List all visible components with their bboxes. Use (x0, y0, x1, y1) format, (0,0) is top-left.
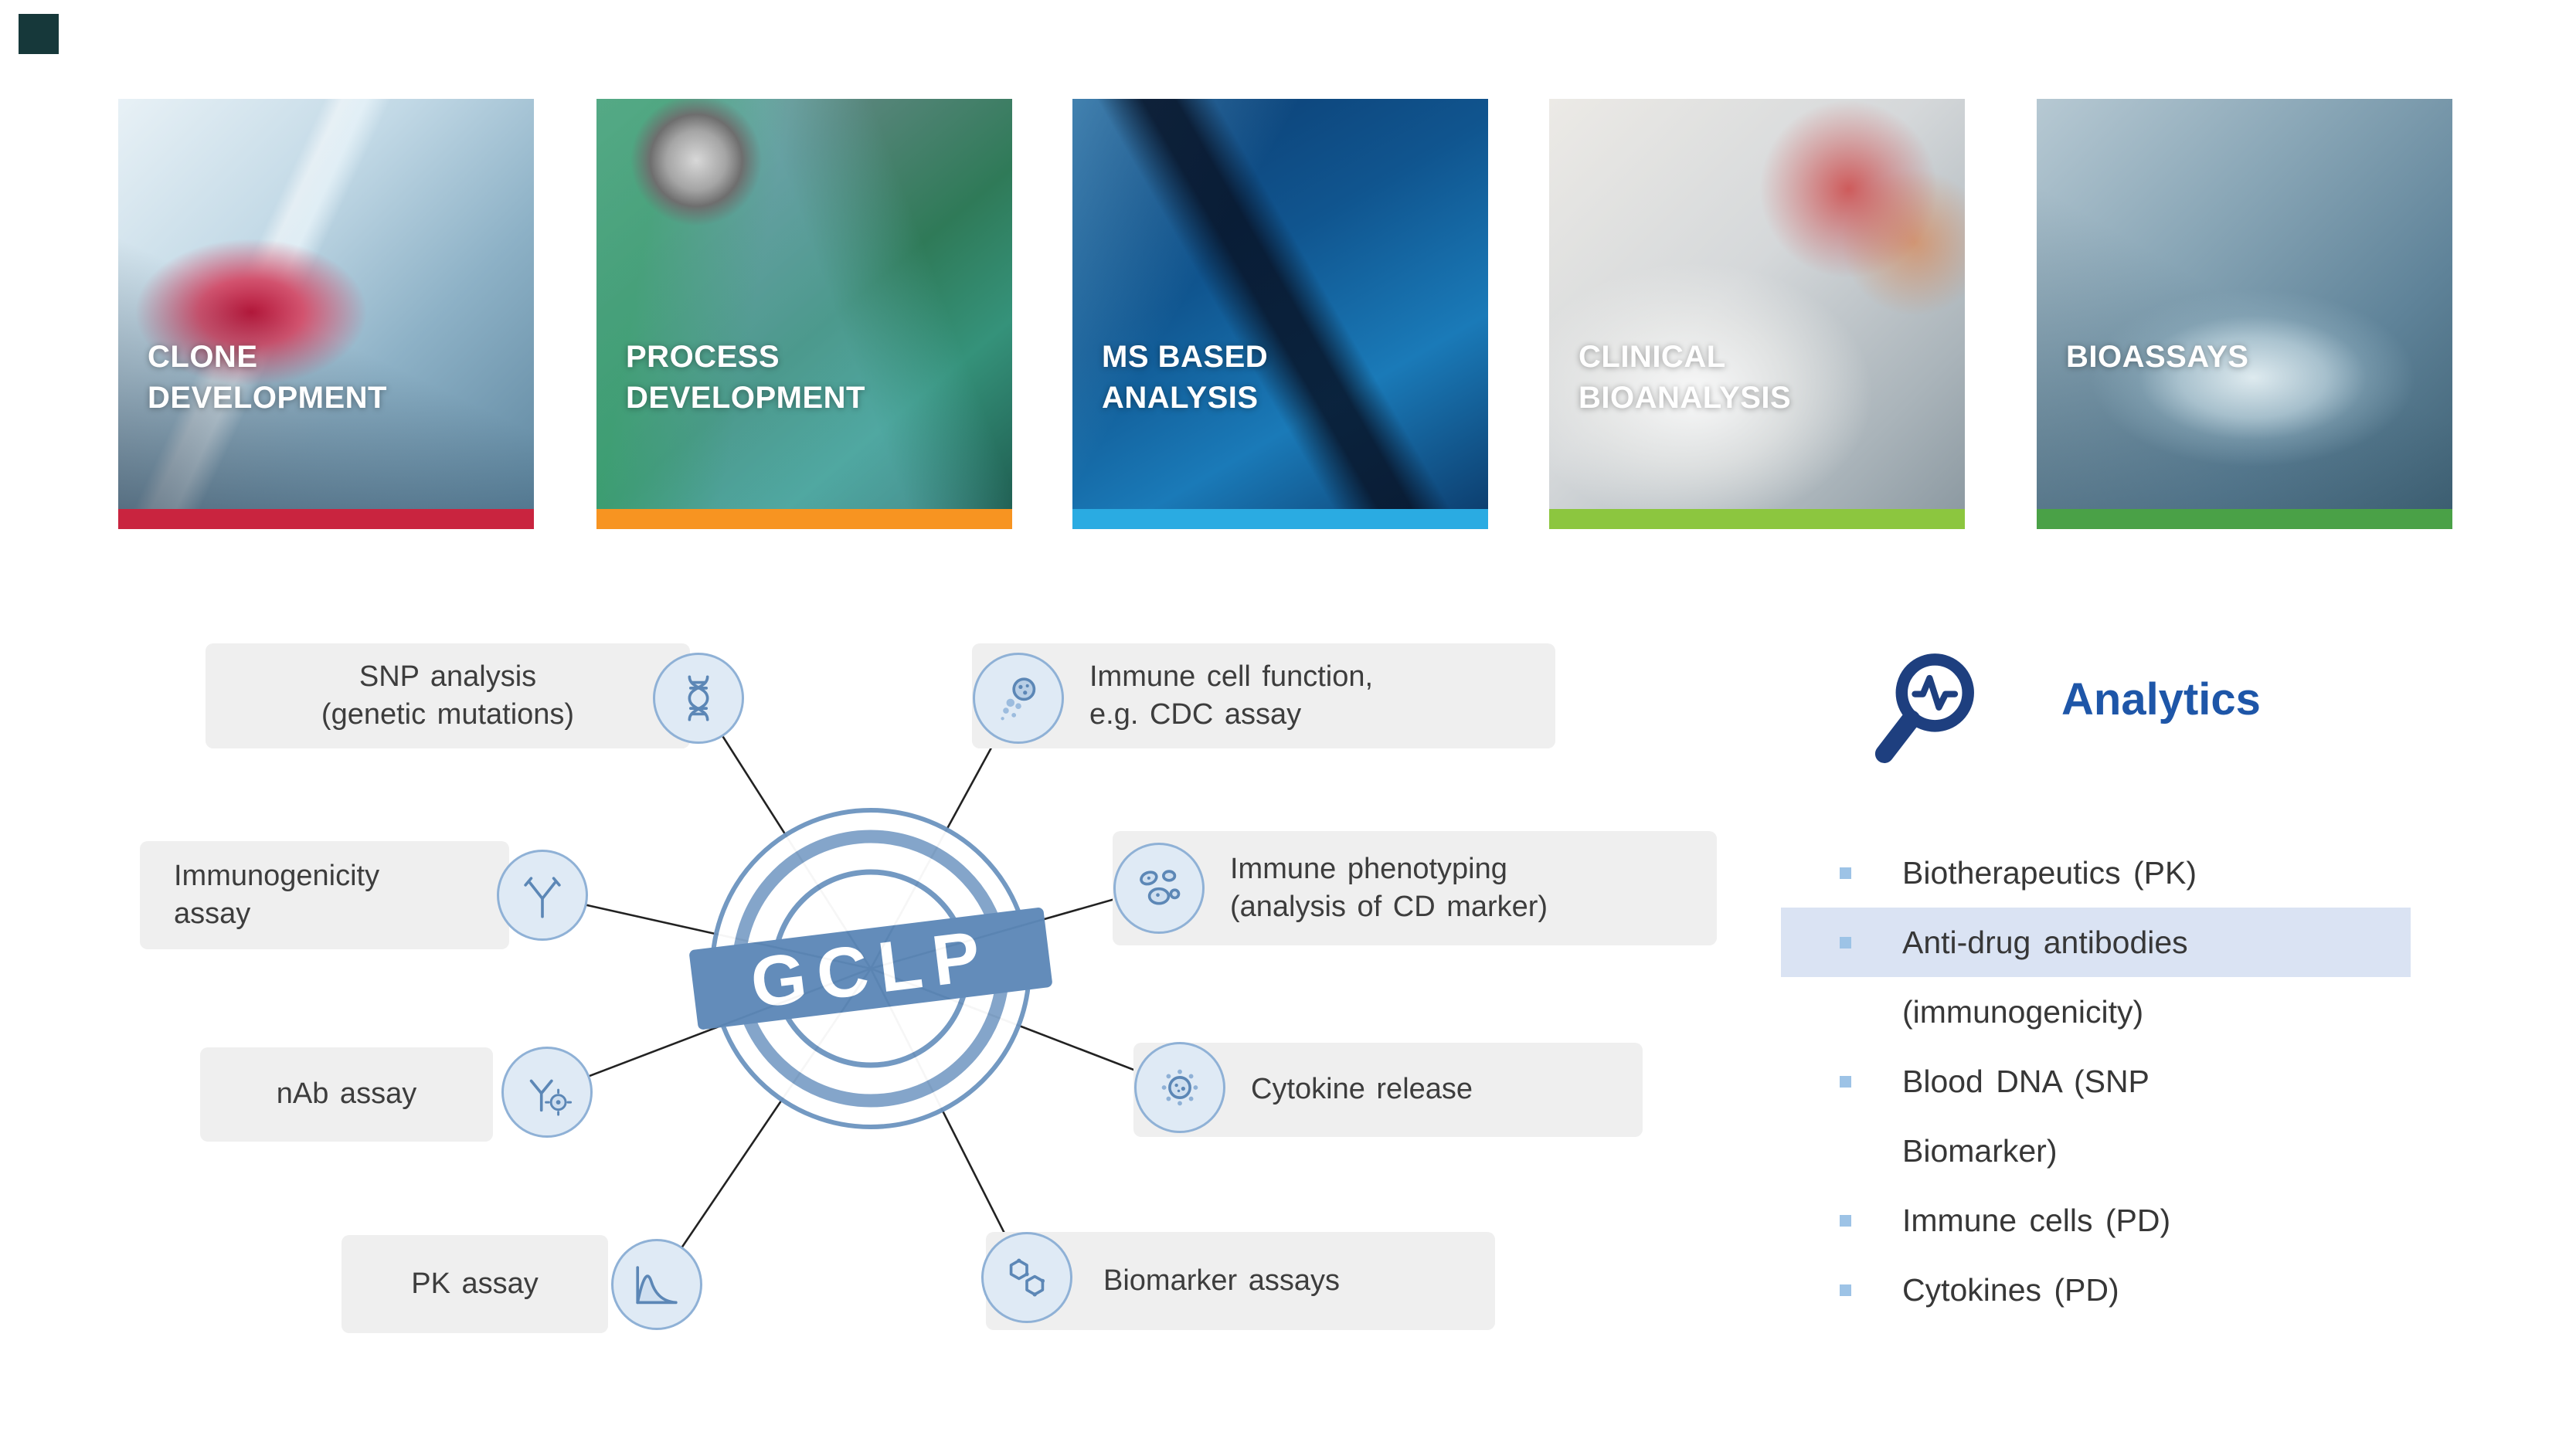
dna-icon (653, 653, 744, 744)
card-title: PROCESS DEVELOPMENT (626, 340, 865, 415)
card-title: BIOASSAYS (2066, 340, 2249, 374)
magnifier-pulse-icon (1861, 645, 1988, 772)
cells-icon (1113, 843, 1205, 934)
node-label: SNP analysis (genetic mutations) (321, 660, 575, 731)
node-label: Immune cell function, e.g. CDC assay (1089, 660, 1374, 731)
ms-based-analysis-photo (1072, 99, 1488, 509)
bioassays-photo (2037, 99, 2452, 509)
analytics-item-text: Immune cells (PD) (1902, 1202, 2171, 1238)
analytics-item-text: Biotherapeutics (PK) (1902, 854, 2197, 891)
analytics-item-biotherapeutics[interactable]: Biotherapeutics (PK) (1781, 838, 2411, 908)
card-clinical-bioanalysis[interactable]: CLINICAL BIOANALYSIS (1549, 99, 1965, 529)
analytics-item-blood-dna[interactable]: Blood DNA (SNP (1781, 1047, 2411, 1116)
node-label: PK assay (411, 1267, 539, 1300)
diagram-node-nab-assay: nAb assay (200, 1047, 493, 1142)
node-label: nAb assay (276, 1077, 417, 1111)
analytics-panel: Analytics Biotherapeutics (PK) Anti-drug… (1769, 641, 2449, 1383)
card-bioassays[interactable]: BIOASSAYS (2037, 99, 2452, 529)
analytics-item-text: Blood DNA (SNP (1902, 1063, 2149, 1099)
analytics-item-immunogenicity-continuation: (immunogenicity) (1781, 977, 2411, 1047)
card-title: MS BASED ANALYSIS (1102, 340, 1269, 415)
card-clone-development[interactable]: CLONE DEVELOPMENT (118, 99, 534, 529)
corner-mark (19, 14, 59, 54)
diagram-node-pk-assay: PK assay (342, 1235, 608, 1333)
analytics-title: Analytics (2061, 674, 2261, 724)
antibody-cell-icon (501, 1047, 593, 1138)
analytics-item-immune-cells[interactable]: Immune cells (PD) (1781, 1186, 2411, 1255)
card-accent-bar (2037, 509, 2452, 529)
node-label: Immunogenicity assay (174, 859, 380, 930)
molecule-icon (981, 1232, 1072, 1323)
antibody-icon (497, 850, 588, 941)
analytics-item-cytokines[interactable]: Cytokines (PD) (1781, 1255, 2411, 1325)
cell-comet-icon (973, 653, 1064, 744)
node-label: Immune phenotyping (analysis of CD marke… (1230, 852, 1548, 923)
analytics-item-text: Biomarker) (1902, 1132, 2058, 1169)
card-process-development[interactable]: PROCESS DEVELOPMENT (596, 99, 1012, 529)
card-title: CLONE DEVELOPMENT (148, 340, 387, 415)
node-label: Biomarker assays (1103, 1264, 1340, 1297)
card-accent-bar (1072, 509, 1488, 529)
card-accent-bar (1549, 509, 1965, 529)
analytics-item-biomarker-continuation: Biomarker) (1781, 1116, 2411, 1186)
gclp-stamp: GCLP (689, 787, 1052, 1150)
process-development-photo (596, 99, 1012, 509)
analytics-list: Biotherapeutics (PK) Anti-drug antibodie… (1769, 838, 2418, 1325)
bullet-square-icon (1840, 1284, 1851, 1296)
bullet-square-icon (1840, 1215, 1851, 1227)
clinical-bioanalysis-photo (1549, 99, 1965, 509)
pk-curve-icon (611, 1239, 702, 1330)
analytics-item-text: (immunogenicity) (1902, 993, 2144, 1030)
bullet-square-icon (1840, 1076, 1851, 1088)
card-accent-bar (596, 509, 1012, 529)
diagram-node-immune-cell-function: Immune cell function, e.g. CDC assay (972, 643, 1555, 748)
gclp-diagram: SNP analysis (genetic mutations) Immune … (0, 587, 1808, 1421)
analytics-item-text: Cytokines (PD) (1902, 1271, 2119, 1308)
card-title: CLINICAL BIOANALYSIS (1579, 340, 1792, 415)
diagram-node-snp-analysis: SNP analysis (genetic mutations) (206, 643, 690, 748)
card-accent-bar (118, 509, 534, 529)
node-label: Cytokine release (1251, 1073, 1473, 1106)
diagram-node-immune-phenotyping: Immune phenotyping (analysis of CD marke… (1113, 831, 1717, 945)
bullet-square-icon (1840, 937, 1851, 948)
cytokine-icon (1134, 1042, 1225, 1133)
analytics-item-text: Anti-drug antibodies (1902, 924, 2188, 960)
bullet-square-icon (1840, 867, 1851, 879)
analytics-item-anti-drug-antibodies[interactable]: Anti-drug antibodies (1781, 908, 2411, 977)
card-ms-based-analysis[interactable]: MS BASED ANALYSIS (1072, 99, 1488, 529)
diagram-node-immunogenicity-assay: Immunogenicity assay (140, 841, 509, 949)
clone-development-photo (118, 99, 534, 509)
